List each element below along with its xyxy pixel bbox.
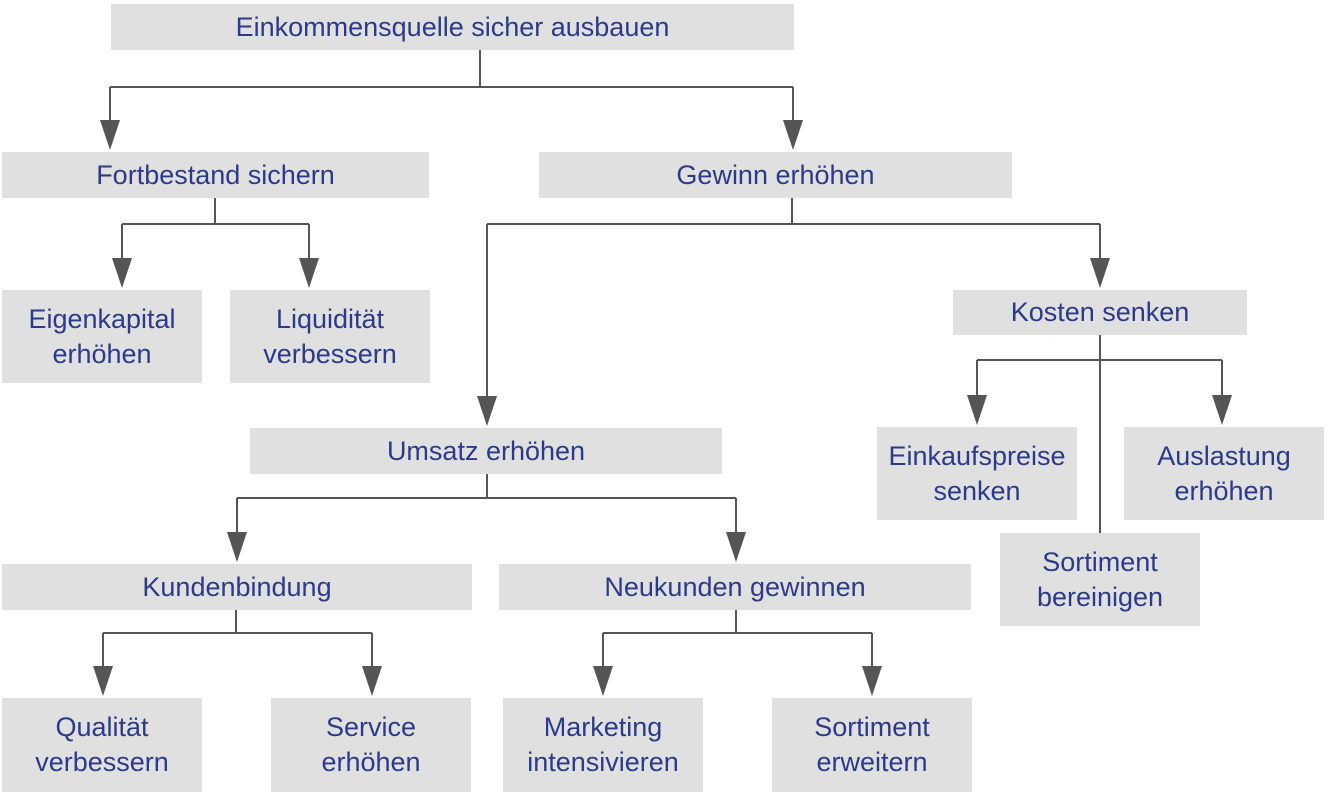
node-eigenkapital-erhoehen: Eigenkapital erhöhen	[2, 290, 202, 383]
node-root: Einkommensquelle sicher ausbauen	[111, 4, 794, 50]
arrow-to-neukunden-icon	[726, 532, 746, 562]
node-service-erhoehen: Service erhöhen	[271, 698, 471, 792]
node-qualitaet-line-2: verbessern	[35, 747, 169, 777]
node-kundenbindung: Kundenbindung	[2, 564, 472, 610]
node-marketing-line-2: intensivieren	[527, 747, 679, 777]
arrow-to-auslastung-icon	[1212, 395, 1232, 425]
node-umsatz-line-1: Umsatz erhöhen	[386, 435, 586, 466]
node-kosten-senken: Kosten senken	[953, 290, 1247, 335]
node-sortiment-erweitern: Sortiment erweitern	[772, 698, 972, 792]
node-liquiditaet-verbessern: Liquidität verbessern	[230, 290, 430, 383]
node-kosten-line-1: Kosten senken	[1010, 297, 1190, 327]
node-sortiment-erweitern-line-2: erweitern	[816, 747, 928, 777]
node-sortiment-bereinigen-line-2: bereinigen	[1036, 581, 1164, 612]
node-einkaufspreise-line-1: Einkaufspreise	[888, 440, 1066, 471]
node-neukunden-gewinnen: Neukunden gewinnen	[499, 564, 971, 610]
node-liquiditaet-line-1: Liquidität	[275, 303, 385, 334]
node-root-line-1: Einkommensquelle sicher ausbauen	[235, 11, 670, 42]
node-auslastung-line-2: erhöhen	[1174, 475, 1274, 506]
arrow-to-marketing-icon	[593, 666, 613, 696]
node-eigenkapital-line-2: erhöhen	[52, 338, 152, 369]
node-liquiditaet-line-2: verbessern	[263, 338, 397, 369]
node-umsatz-erhoehen: Umsatz erhöhen	[250, 428, 722, 474]
node-marketing-intensivieren: Marketing intensivieren	[503, 698, 703, 792]
node-marketing-line-1: Marketing	[543, 712, 663, 742]
arrow-to-eigenkapital-icon	[112, 258, 132, 288]
node-qualitaet-line-1: Qualität	[55, 712, 149, 742]
arrow-to-kundenbindung-icon	[227, 532, 247, 562]
node-neukunden-line-1: Neukunden gewinnen	[604, 571, 866, 602]
arrow-to-qualitaet-icon	[93, 666, 113, 696]
arrow-to-umsatz-icon	[477, 396, 497, 426]
node-service-line-1: Service	[325, 712, 417, 742]
node-sortiment-erweitern-line-1: Sortiment	[814, 712, 930, 742]
arrow-to-fortbestand-icon	[100, 120, 120, 150]
node-auslastung-erhoehen: Auslastung erhöhen	[1124, 427, 1324, 520]
arrow-to-gewinn-icon	[783, 120, 803, 150]
arrow-to-liquiditaet-icon	[299, 258, 319, 288]
arrow-to-einkaufspreise-icon	[967, 395, 987, 425]
node-gewinn-erhoehen: Gewinn erhöhen	[539, 152, 1012, 198]
arrow-to-sortiment-erweitern-icon	[862, 666, 882, 696]
node-gewinn-line-1: Gewinn erhöhen	[676, 159, 875, 190]
arrow-to-kosten-icon	[1090, 258, 1110, 288]
node-eigenkapital-line-1: Eigenkapital	[28, 303, 176, 334]
node-einkaufspreise-line-2: senken	[933, 475, 1021, 506]
node-fortbestand-line-1: Fortbestand sichern	[96, 159, 335, 190]
node-fortbestand-sichern: Fortbestand sichern	[2, 152, 429, 198]
node-sortiment-bereinigen-line-1: Sortiment	[1042, 546, 1158, 577]
node-einkaufspreise-senken: Einkaufspreise senken	[877, 427, 1077, 520]
arrow-to-service-icon	[362, 666, 382, 696]
node-auslastung-line-1: Auslastung	[1157, 440, 1291, 471]
node-sortiment-bereinigen: Sortiment bereinigen	[1000, 533, 1200, 626]
node-qualitaet-verbessern: Qualität verbessern	[2, 698, 202, 792]
node-service-line-2: erhöhen	[321, 747, 421, 777]
node-kundenbindung-line-1: Kundenbindung	[142, 571, 332, 602]
